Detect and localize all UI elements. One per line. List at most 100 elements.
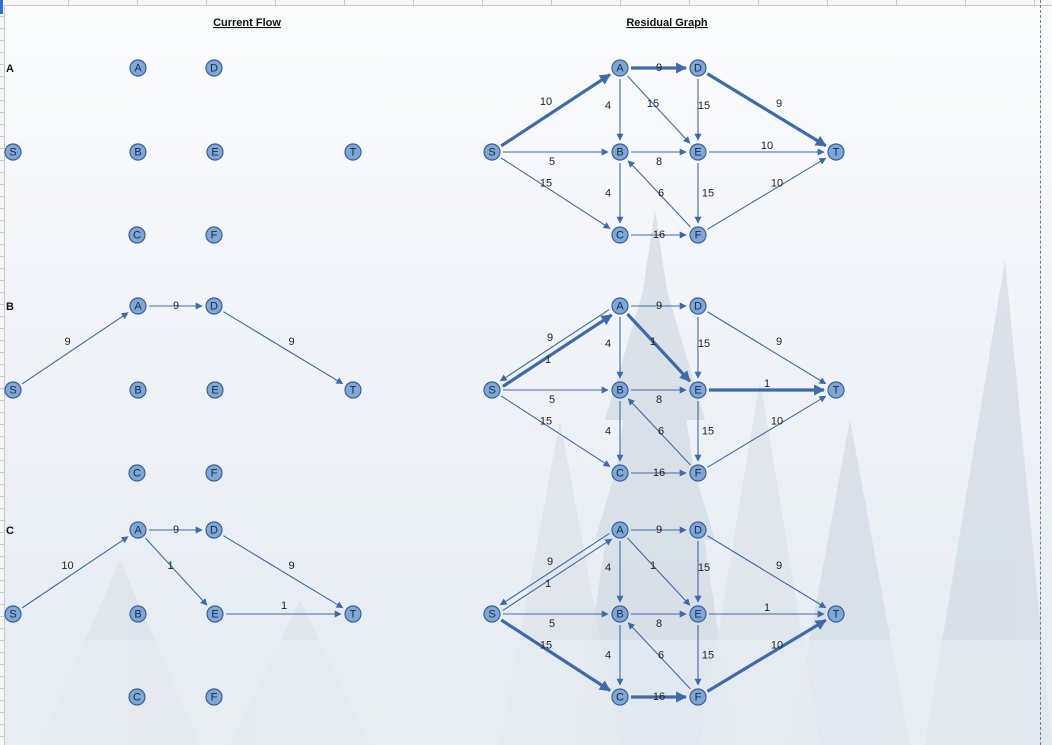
node-circle [205, 464, 223, 482]
node-f: F [689, 226, 707, 244]
edge-label-a-e: 1 [650, 560, 656, 572]
node-circle [689, 688, 707, 706]
node-label: A [616, 525, 624, 537]
node-label: C [616, 692, 624, 704]
node-d: D [205, 521, 223, 539]
edge-label-s-b: 5 [549, 394, 555, 406]
node-circle [611, 143, 629, 161]
edge-label-s-a: 10 [540, 96, 552, 108]
node-label: T [833, 609, 840, 621]
node-circle [206, 381, 224, 399]
node-source: S [483, 605, 501, 623]
node-c: C [611, 464, 629, 482]
node-label: T [833, 147, 840, 159]
node-label: E [694, 385, 701, 397]
edge-s-a [501, 313, 613, 388]
edge-label-e-t: 1 [764, 378, 770, 390]
node-label: S [9, 385, 16, 397]
node-b: B [129, 381, 147, 399]
edge-a-e [627, 537, 691, 606]
node-label: D [210, 525, 218, 537]
edge-label-b-c: 4 [605, 650, 611, 662]
edge-label-a-e: 1 [650, 336, 656, 348]
node-circle [4, 143, 22, 161]
node-label: T [350, 609, 357, 621]
node-label: C [133, 230, 141, 242]
node-sink: T [827, 605, 845, 623]
node-label: C [616, 230, 624, 242]
edge-label-a-b: 4 [605, 338, 611, 350]
node-sink: T [827, 143, 845, 161]
node-label: F [211, 692, 218, 704]
edge-label-e-f: 15 [702, 426, 714, 438]
node-circle [827, 605, 845, 623]
edge-a-e [626, 312, 692, 383]
node-e: E [206, 605, 224, 623]
node-circle [611, 297, 629, 315]
node-circle [205, 521, 223, 539]
edge-a-e [627, 75, 691, 144]
node-b: B [129, 605, 147, 623]
node-circle [206, 143, 224, 161]
node-label: D [210, 301, 218, 313]
node-e: E [206, 143, 224, 161]
node-source: S [4, 381, 22, 399]
edge-label-s-c: 15 [540, 640, 552, 652]
edge-label-c-f: 16 [653, 691, 665, 703]
edge-label-a-d: 9 [656, 524, 662, 536]
node-circle [129, 297, 147, 315]
node-label: S [488, 385, 495, 397]
node-label: S [9, 609, 16, 621]
node-e: E [689, 143, 707, 161]
edge-label-s-a: 10 [61, 560, 73, 572]
vertical-ruler [0, 5, 5, 745]
node-label: C [616, 468, 624, 480]
node-circle [611, 605, 629, 623]
node-label: D [694, 525, 702, 537]
node-source: S [483, 143, 501, 161]
edge-label-f-t: 10 [771, 640, 783, 652]
edge-s-a [500, 73, 611, 148]
node-label: F [211, 230, 218, 242]
row-c-residual-graph-edges [499, 526, 827, 703]
node-circle [689, 143, 707, 161]
edge-label-b-c: 4 [605, 426, 611, 438]
page-boundary [1040, 0, 1041, 745]
node-circle [483, 605, 501, 623]
edge-label-a-e: 1 [167, 560, 173, 572]
edge-label-a-s: 9 [547, 556, 553, 568]
edge-label-d-t: 9 [288, 336, 294, 348]
edge-a-s [499, 309, 610, 382]
node-label: D [694, 63, 702, 75]
node-circle [827, 381, 845, 399]
node-label: D [210, 63, 218, 75]
edge-label-d-t: 9 [776, 560, 782, 572]
row-c-current-flow-edges [21, 526, 344, 618]
edge-s-c [500, 395, 611, 467]
node-circle [483, 381, 501, 399]
node-e: E [689, 605, 707, 623]
node-d: D [205, 59, 223, 77]
node-circle [206, 605, 224, 623]
edge-label-d-e: 15 [698, 338, 710, 350]
node-f: F [205, 226, 223, 244]
edge-d-t [223, 535, 344, 609]
node-label: E [694, 147, 701, 159]
node-e: E [206, 381, 224, 399]
edge-label-a-d: 9 [656, 300, 662, 312]
edge-d-t [706, 72, 827, 148]
edge-label-e-f: 15 [702, 650, 714, 662]
node-c: C [128, 464, 146, 482]
edge-label-c-f: 16 [653, 467, 665, 479]
node-e: E [689, 381, 707, 399]
node-label: C [133, 468, 141, 480]
edge-label-e-t: 1 [281, 600, 287, 612]
node-label: E [211, 147, 218, 159]
node-circle [611, 688, 629, 706]
node-label: S [9, 147, 16, 159]
